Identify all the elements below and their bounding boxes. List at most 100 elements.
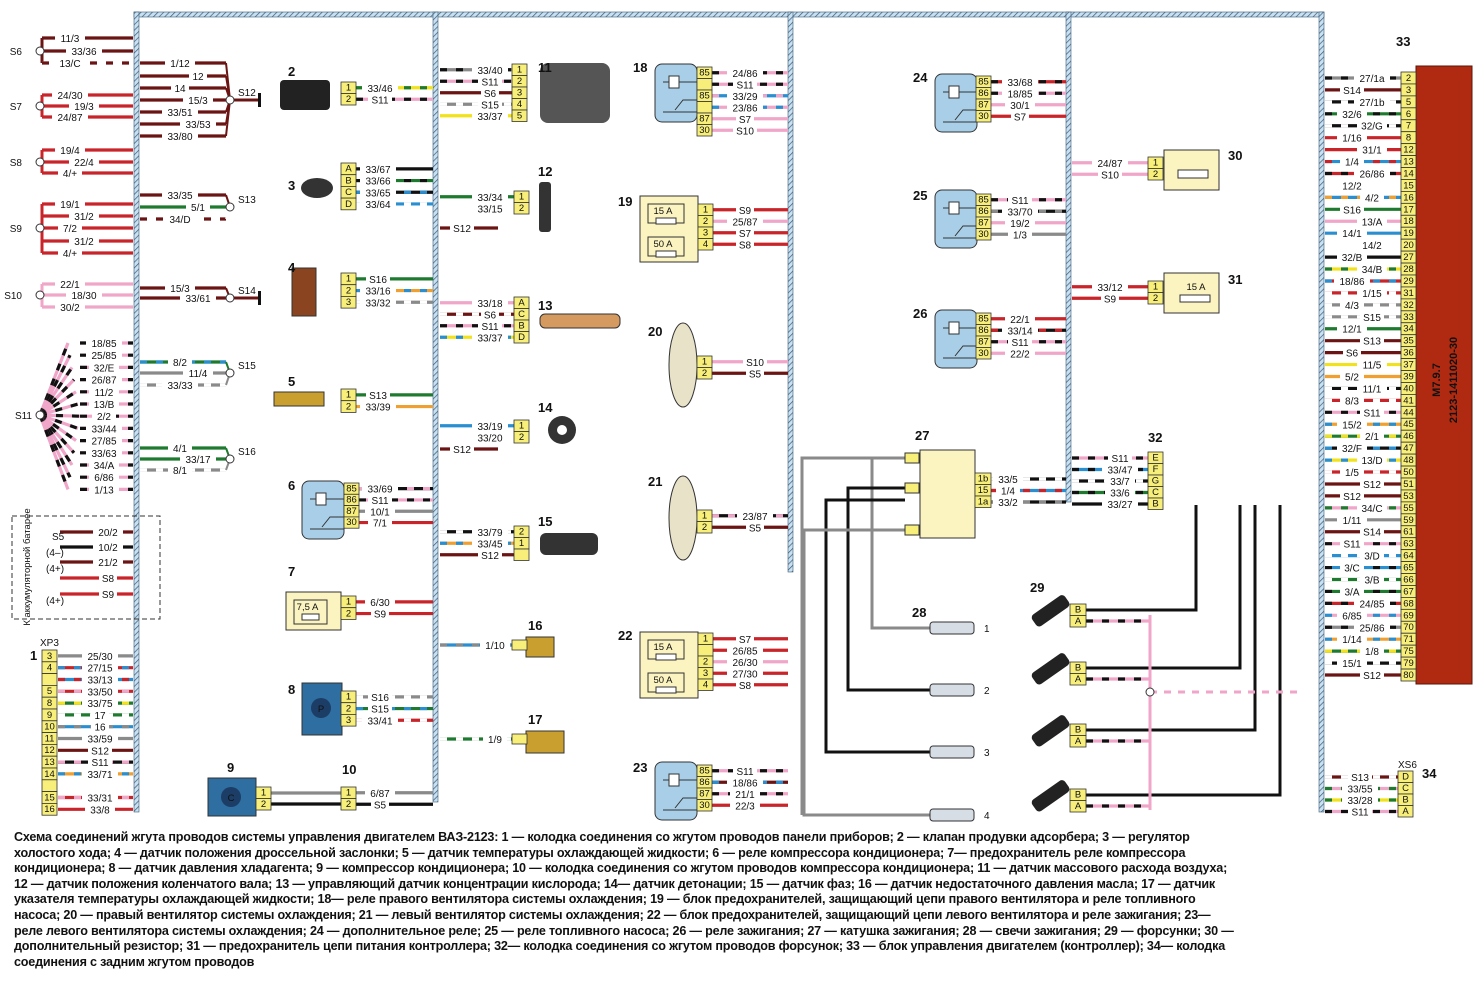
wire-label: S7 (739, 229, 752, 240)
pin-label: B (1075, 663, 1081, 674)
wire-label: 4/3 (1345, 301, 1359, 312)
pin-label: 1 (519, 421, 524, 432)
wire-label-bg (82, 661, 118, 673)
wire-label-bg (1005, 347, 1035, 359)
pin-label: C (518, 309, 525, 320)
wire-label-bg (730, 799, 760, 811)
pin-label: A (1075, 801, 1082, 812)
coil-output-terminal (904, 482, 920, 494)
wire-label-bg (472, 190, 508, 202)
wire-label: S16 (369, 275, 387, 286)
wire-label: 15/3 (170, 284, 190, 295)
pin-label: 85 (699, 68, 710, 79)
pin-label: A (518, 298, 525, 309)
wire-label-bg (478, 75, 502, 87)
pin-label: 2 (519, 203, 524, 214)
wire-label: S11 (371, 95, 388, 106)
pin-label: A (1402, 806, 1409, 817)
connector-pin (696, 101, 713, 114)
wire-label-bg (1340, 83, 1364, 95)
wire-label-bg (1357, 382, 1387, 394)
pin-label: A (1075, 616, 1082, 627)
wire-label-bg (472, 202, 508, 214)
pin-label: 30 (699, 125, 710, 136)
coil-output-terminal (904, 524, 920, 536)
wire-label-bg (1360, 406, 1384, 418)
pin-label: 45 (1403, 419, 1414, 430)
wire-label: 33/33 (167, 381, 192, 392)
pin-label: 3 (346, 297, 351, 308)
pin-label: 15 (1403, 180, 1414, 191)
wire-label-bg (1357, 454, 1387, 466)
component-number: 16 (528, 618, 542, 633)
wire-label: 24/85 (1359, 599, 1384, 610)
maf-sensor-icon (540, 63, 610, 123)
wire-label-bg (727, 655, 763, 667)
wire-label-bg (993, 473, 1023, 484)
wire-label-bg (1357, 501, 1387, 513)
component-10-connector: 12 (340, 786, 357, 811)
wire-label: 33/37 (477, 112, 502, 123)
component-number: 26 (913, 306, 927, 321)
wire-label: S9 (374, 610, 387, 621)
wire-label-bg (1337, 633, 1367, 645)
wire-label-bg (996, 484, 1020, 496)
wire-label-bg (478, 98, 502, 110)
pin-label: 3 (703, 668, 708, 679)
wire-label-bg (472, 109, 508, 121)
wire-label-bg (183, 367, 213, 378)
wire-label-bg (1011, 110, 1029, 122)
wire-label-bg (86, 422, 122, 434)
wire-label-bg (91, 720, 109, 732)
wire-label-bg (1337, 418, 1367, 430)
pressure-sensor-glyph: P (318, 704, 324, 715)
wire-label-bg (1354, 95, 1390, 107)
splice-label: S5 (52, 532, 65, 543)
connector-pin (1397, 805, 1414, 818)
pin-label: B (1075, 605, 1081, 616)
wire-label: S9 (1104, 294, 1117, 305)
wire-label-bg (1334, 274, 1370, 286)
wire-label-bg (1105, 475, 1135, 486)
pin-label: 1 (346, 274, 351, 285)
wire-label: S5 (749, 369, 762, 380)
pin-label: 20 (1403, 240, 1414, 251)
wire-label-bg (360, 296, 396, 308)
wire-label-bg (1360, 191, 1384, 203)
fan-left-icon (668, 475, 698, 561)
wire-label: 32/B (1342, 253, 1363, 264)
pin-label: 1 (346, 788, 351, 799)
component-number: 2 (288, 64, 295, 79)
pin-label: A (1075, 674, 1082, 685)
pin-label: 86 (978, 206, 989, 217)
wire-label-bg (737, 509, 773, 521)
pin-label: 1 (261, 788, 266, 799)
connector-name: XS6 (1398, 760, 1417, 771)
wire-label-bg (1002, 75, 1038, 87)
relay-coil-icon (668, 75, 680, 89)
wire-label-bg (183, 94, 213, 105)
wire-label-bg (1002, 205, 1038, 217)
pin-label: 2 (346, 799, 351, 810)
wire-label-bg (55, 301, 85, 312)
wire-label-bg (55, 144, 85, 155)
wire-label-bg (1357, 286, 1387, 298)
component-number: 29 (1030, 580, 1044, 595)
wire-label-bg (1098, 168, 1122, 180)
pin-label: 15 (978, 485, 989, 496)
wire-label: 23/87 (742, 512, 767, 523)
ignition-coil-body (919, 449, 976, 539)
pin-label: 18 (1403, 216, 1414, 227)
wire-label-bg (1002, 87, 1038, 99)
connector-pin (340, 798, 357, 811)
harness-trunk-5 (1318, 11, 1325, 813)
wire-label: S15 (481, 100, 499, 111)
component-number: 14 (538, 400, 553, 415)
fuse-icon (655, 217, 677, 225)
component-7-connector: 12 (340, 595, 357, 620)
splice-fan-wire-stripe (38, 414, 72, 478)
pin-label: 2 (517, 76, 522, 87)
wire-label: S13 (369, 391, 387, 402)
